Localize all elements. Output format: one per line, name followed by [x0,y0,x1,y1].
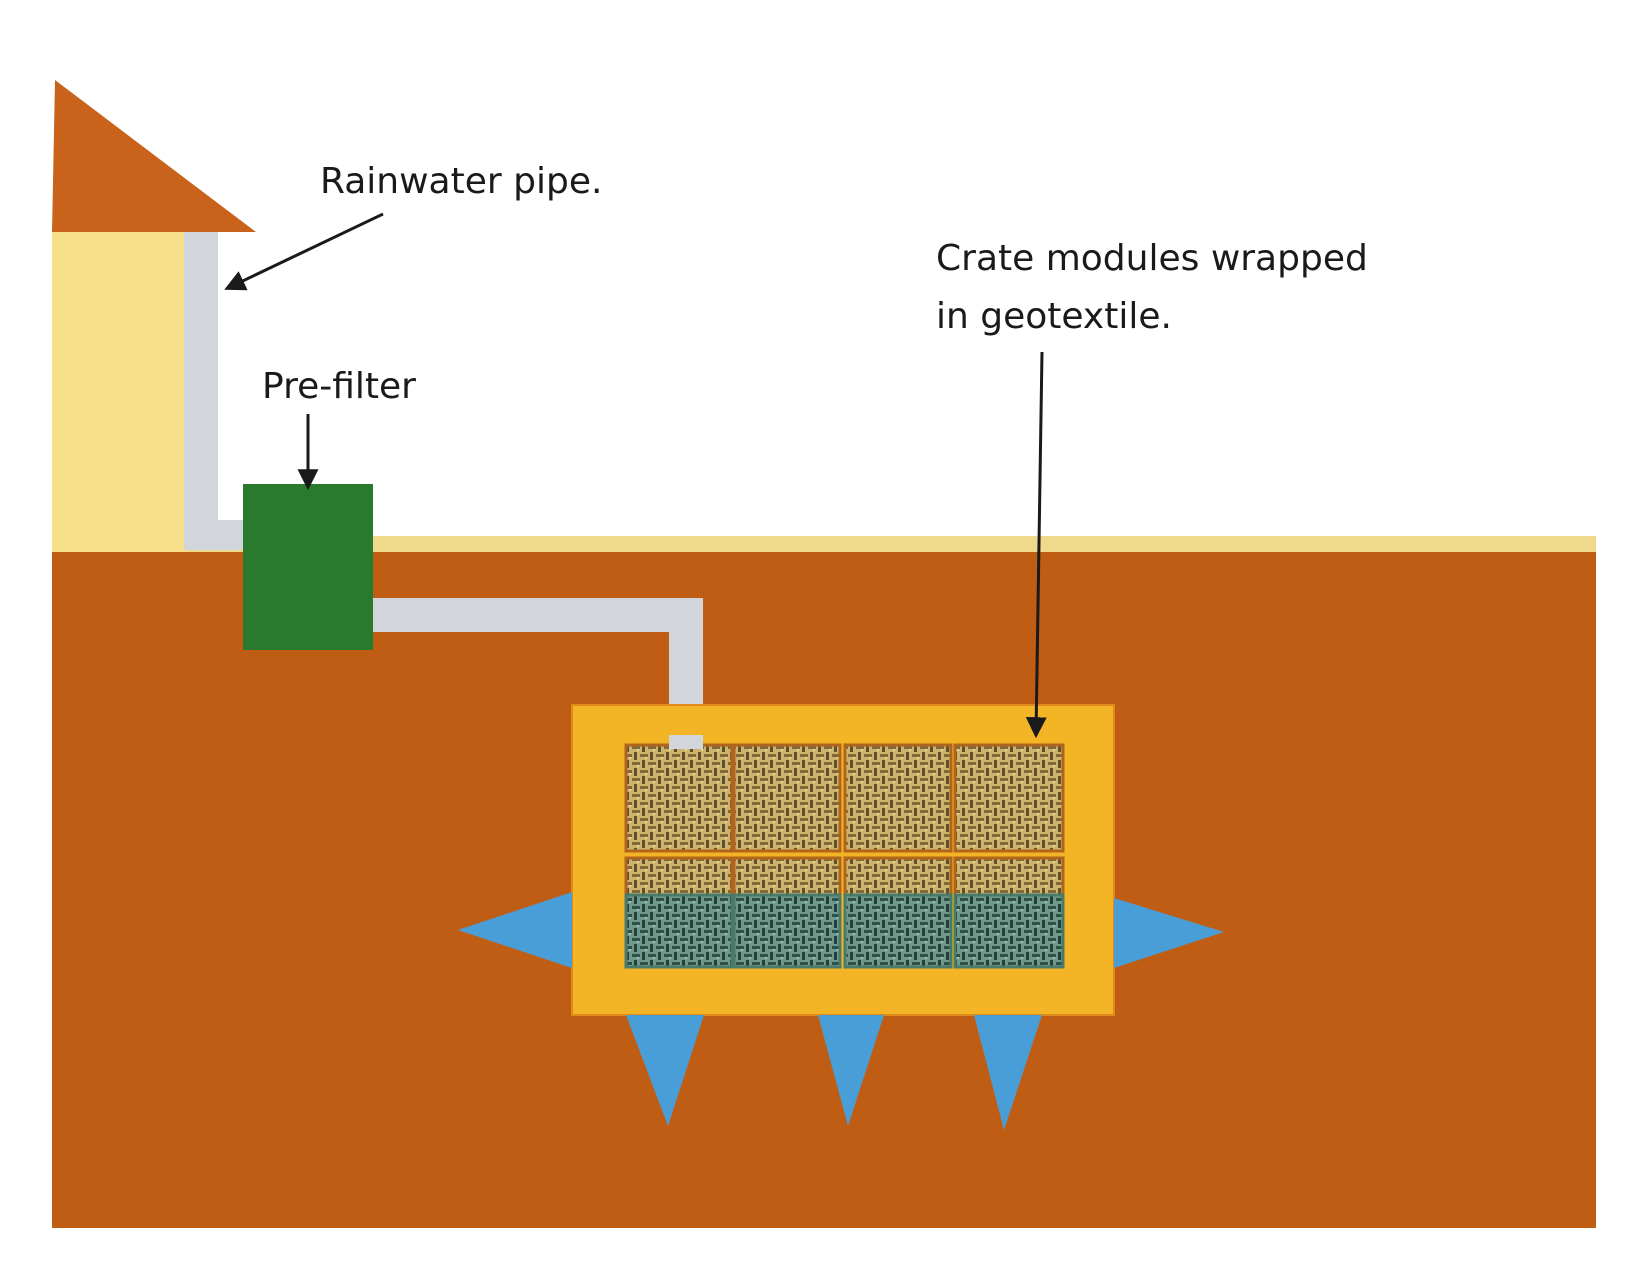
crate-modules-label-line2: in geotextile. [936,296,1172,337]
crate-module [953,743,1065,853]
pre-filter-label: Pre-filter [262,366,416,407]
crate-module [732,856,842,900]
infiltration-arrow-down-2 [818,1015,884,1126]
crate-module-water [732,893,842,969]
ground-surface [52,536,1596,552]
infiltration-arrow-down-1 [626,1015,704,1126]
crate-module-water [843,893,953,969]
rainwater-pipe-pointer [224,212,384,291]
infiltration-arrow-down-3 [974,1015,1042,1130]
crate-module [624,856,734,900]
infiltration-arrow-right [1114,898,1224,968]
crate-module [843,856,953,900]
crate-module [953,856,1065,900]
rainwater-pipe-label: Rainwater pipe. [320,161,602,202]
crate-module-water [953,893,1065,969]
crate-modules [624,743,1065,969]
rainwater-pipe-elbow [184,520,248,550]
crate-module [843,743,953,853]
house-roof [52,80,256,232]
crate-module [732,743,842,853]
rainwater-downpipe [184,232,218,520]
crate-module [624,743,734,853]
house-wall [52,230,186,552]
infiltration-arrow-left [458,892,572,968]
crate-module-water [624,893,734,969]
pipe-outlet [669,735,703,749]
crate-modules-label-line1: Crate modules wrapped [936,238,1368,279]
crate-modules-pointer [1025,351,1047,739]
pre-filter-box [243,484,373,650]
underground-pipe-horizontal [373,598,703,632]
